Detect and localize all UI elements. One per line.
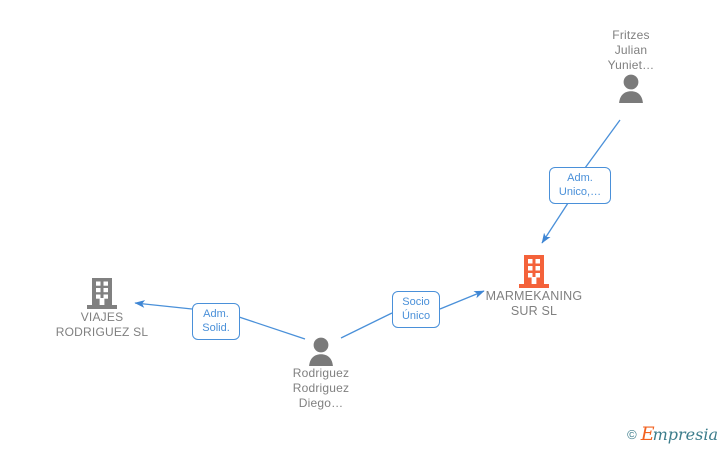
copyright-symbol: © xyxy=(627,427,637,442)
node-rodriguez[interactable]: Rodriguez Rodriguez Diego… xyxy=(266,336,376,411)
edge-label-adm-unico[interactable]: Adm. Unico,… xyxy=(549,167,611,204)
edge-line-rodriguez-to-sociounico xyxy=(340,312,393,339)
building-icon xyxy=(44,276,160,310)
brand-initial: E xyxy=(640,423,655,445)
watermark-empresia: © Empresia xyxy=(627,425,718,444)
edge-line-fritzes-to-label xyxy=(584,119,621,169)
edge-label-socio-unico[interactable]: Socio Único xyxy=(392,291,440,328)
edge-line-label-to-viajes xyxy=(134,300,193,310)
person-icon xyxy=(266,336,376,366)
edge-line-rodriguez-to-admsolid xyxy=(238,316,306,340)
node-viajes-rodriguez-label: VIAJES RODRIGUEZ SL xyxy=(55,310,149,339)
edge-label-adm-solid[interactable]: Adm. Solid. xyxy=(192,303,240,340)
person-icon xyxy=(576,73,686,103)
edge-line-label-to-marmekaning xyxy=(541,199,571,244)
edge-line-label-to-marmekaning-2 xyxy=(439,290,485,310)
node-fritzes[interactable]: Fritzes Julian Yuniet… xyxy=(576,28,686,103)
node-marmekaning[interactable]: MARMEKANING SUR SL xyxy=(478,253,590,319)
brand-name: mpresia xyxy=(652,425,718,444)
node-viajes-rodriguez[interactable]: VIAJES RODRIGUEZ SL xyxy=(44,276,160,340)
building-icon xyxy=(478,253,590,289)
node-marmekaning-label: MARMEKANING SUR SL xyxy=(485,289,583,318)
node-rodriguez-label: Rodriguez Rodriguez Diego… xyxy=(292,366,350,410)
node-fritzes-label: Fritzes Julian Yuniet… xyxy=(607,28,655,72)
